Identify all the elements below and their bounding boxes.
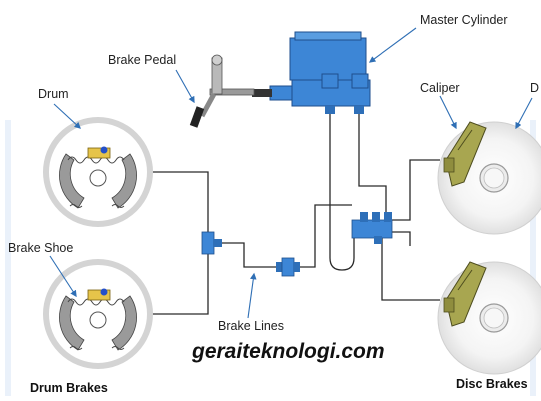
label-caliper: Caliper — [420, 81, 460, 95]
pedal-arm — [199, 92, 217, 118]
brake-lines — [150, 112, 440, 315]
brake-shoe-right — [111, 295, 137, 351]
label-brake-pedal: Brake Pedal — [108, 53, 176, 67]
brake-shoe-left — [59, 295, 85, 351]
disc-brake-top — [437, 121, 541, 235]
drum-brake-top — [43, 117, 153, 227]
bleeder-valve — [100, 288, 108, 296]
wheel-cylinder — [87, 147, 111, 159]
proportioning-valve — [351, 212, 393, 244]
booster-rod — [269, 85, 293, 101]
pointer-arrows — [49, 27, 533, 319]
disc-brake-bottom — [437, 261, 541, 375]
label-disc-brakes: Disc Brakes — [456, 377, 528, 391]
caliper — [445, 261, 487, 327]
label-brake-shoe: Brake Shoe — [8, 241, 73, 255]
brake-shoe-left — [59, 153, 85, 209]
reservoir-cap — [294, 31, 362, 41]
outlet-2 — [354, 106, 364, 114]
label-master-cylinder: Master Cylinder — [420, 13, 508, 27]
return-spring — [67, 298, 125, 306]
label-disc: D — [530, 81, 539, 95]
brake-shoe-right — [111, 153, 137, 209]
watermark-text: geraiteknologi.com — [191, 340, 385, 363]
port-1 — [321, 73, 339, 89]
port-2 — [351, 73, 369, 89]
pedal-pad — [189, 106, 205, 128]
label-drum-brakes: Drum Brakes — [30, 381, 108, 395]
reservoir — [289, 37, 367, 81]
label-brake-lines: Brake Lines — [218, 319, 284, 333]
drum-brake-bottom — [43, 259, 153, 369]
hub — [89, 169, 107, 187]
bleeder-valve — [100, 146, 108, 154]
brake-pedal — [189, 54, 255, 128]
master-cylinder — [252, 31, 371, 114]
label-drum: Drum — [38, 87, 69, 101]
pushrod — [252, 89, 272, 97]
caliper — [445, 121, 487, 187]
wheel-cylinder — [87, 289, 111, 301]
outlet-1 — [325, 106, 335, 114]
hub — [89, 311, 107, 329]
line-fitting-center — [276, 257, 300, 277]
t-fitting-left — [201, 231, 222, 255]
return-spring — [67, 156, 125, 164]
